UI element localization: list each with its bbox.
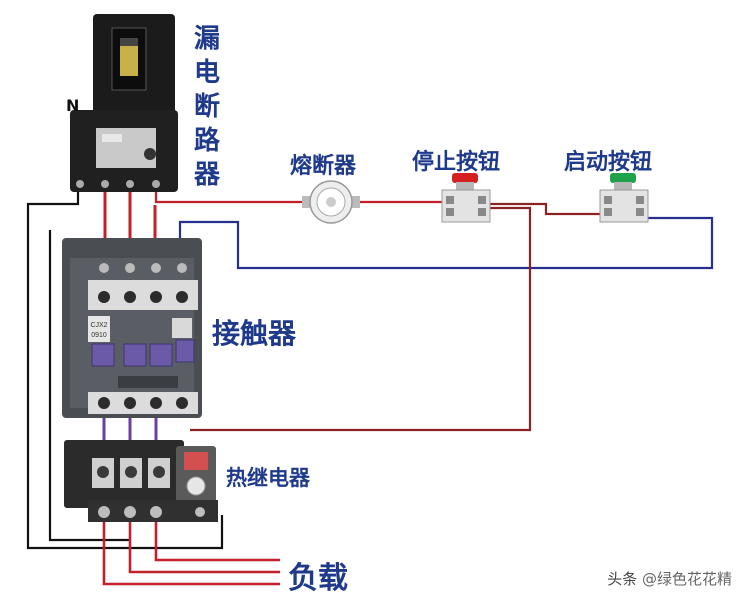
stop-to-start-wire — [490, 202, 604, 216]
contactor-model-text: CJX2 — [90, 322, 107, 329]
breaker-label-char-1: 漏 — [193, 24, 220, 54]
breaker-label-char-5: 器 — [193, 160, 220, 190]
start-button — [599, 173, 649, 223]
breaker-label-char-4: 路 — [193, 126, 220, 156]
load-wire-3 — [154, 520, 280, 562]
stop-button-label: 停止按钮 — [412, 150, 501, 175]
load-label: 负载 — [288, 561, 348, 596]
stop-button — [441, 173, 491, 223]
fuse-label: 熔断器 — [290, 154, 357, 179]
stop-to-relay-wire — [190, 206, 532, 432]
wires — [26, 188, 714, 586]
thermal-relay — [64, 440, 218, 522]
breaker-label-char-3: 断 — [193, 92, 220, 122]
breaker-label: 漏 电 断 路 器 — [190, 22, 224, 192]
contactor: CJX2 0910 — [62, 238, 202, 418]
watermark: 头条 @绿色花花精 — [607, 568, 732, 589]
watermark-prefix: 头条 — [607, 570, 638, 588]
fuse — [302, 180, 360, 224]
watermark-handle: @绿色花花精 — [641, 570, 732, 588]
control-loop-wire — [178, 216, 714, 270]
load-wire-1 — [102, 520, 280, 586]
breaker-label-char-2: 电 — [193, 58, 220, 88]
start-button-label: 启动按钮 — [564, 150, 653, 175]
fuse-feed-wire — [154, 188, 305, 204]
contactor-label: 接触器 — [212, 317, 297, 350]
neutral-label: N — [66, 96, 80, 115]
load-wire-2 — [128, 520, 280, 574]
leakage-breaker — [70, 14, 178, 192]
contactor-sub-text: 0910 — [91, 332, 107, 339]
neutral-wire — [26, 190, 224, 550]
thermal-relay-label: 热继电器 — [226, 466, 310, 490]
